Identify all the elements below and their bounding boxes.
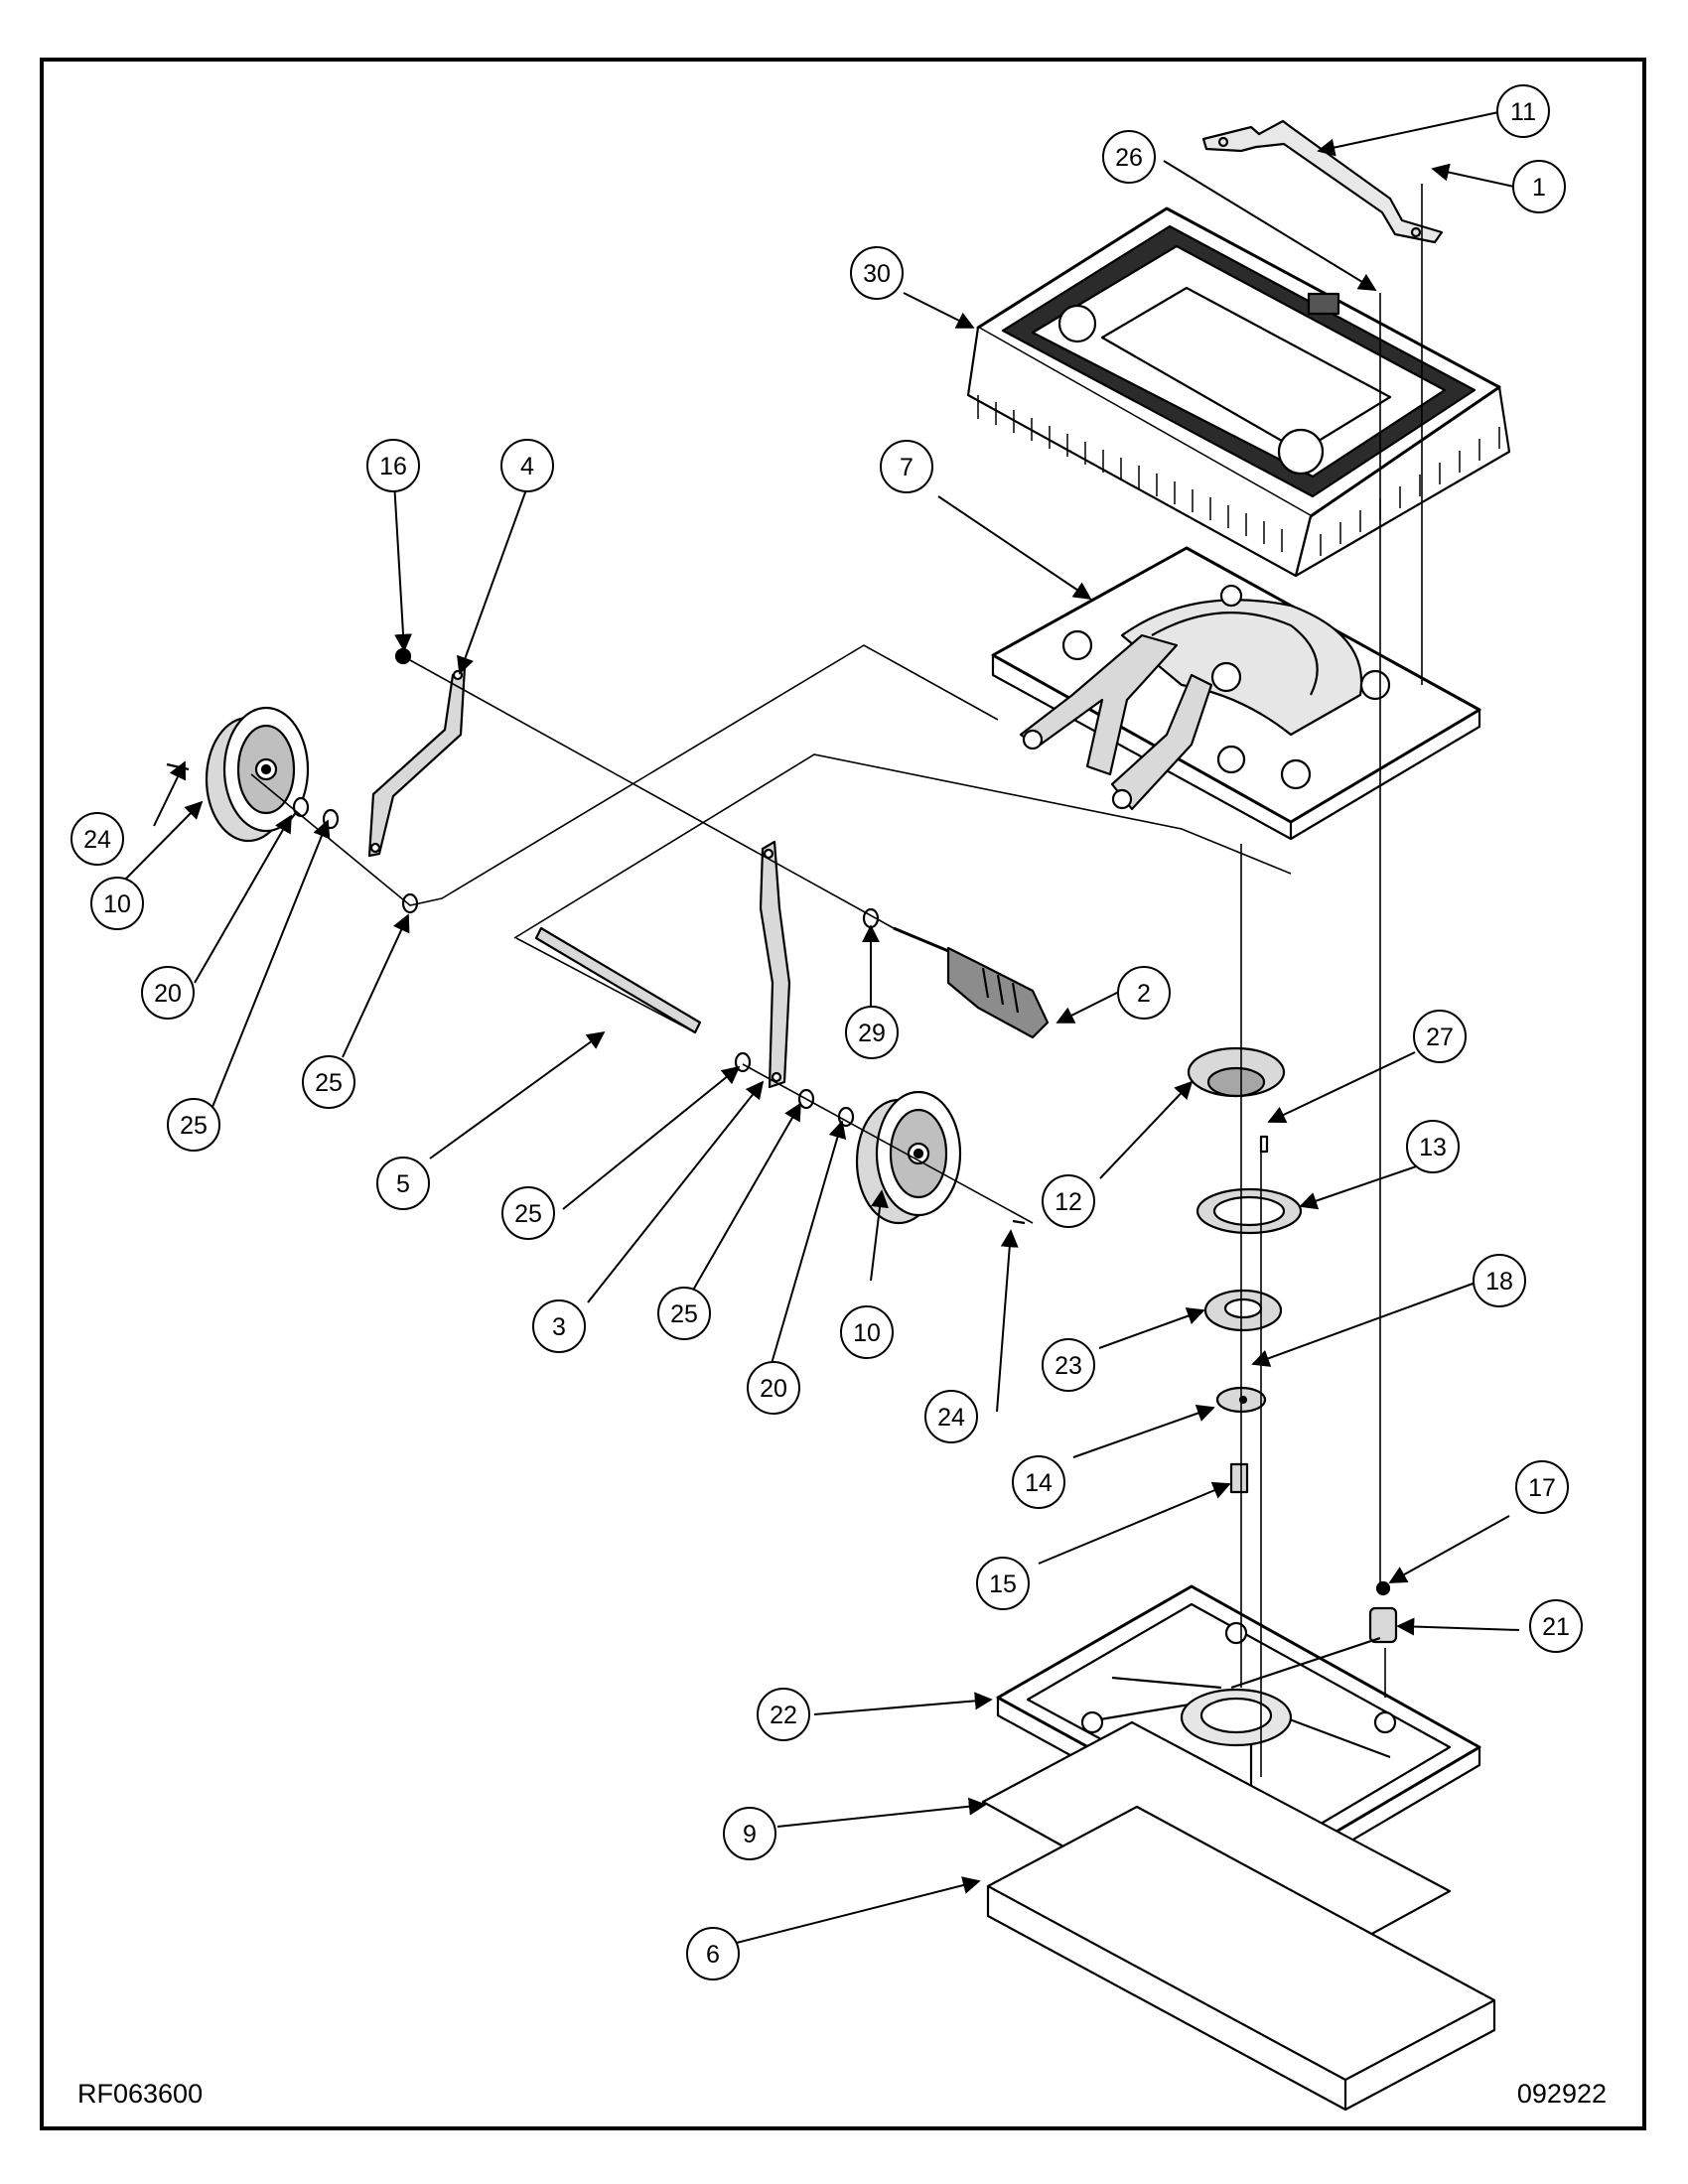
callout-label: 29 [858, 1020, 886, 1047]
callout-label: 25 [315, 1069, 343, 1097]
callout-circle [1473, 1254, 1526, 1307]
assembly-lines [250, 184, 1423, 1777]
callout-circle [845, 1006, 899, 1059]
callout-circle [141, 966, 195, 1020]
callout-circle [747, 1361, 800, 1415]
axle-part [534, 926, 702, 1034]
callout-label: 22 [770, 1702, 797, 1729]
drawing-date-code: 092922 [1516, 2079, 1607, 2109]
callout-circle [657, 1287, 711, 1340]
callout-circle [376, 1157, 430, 1210]
callout-label: 16 [379, 453, 407, 480]
callout-label: 24 [83, 826, 111, 854]
small-screw-part [1259, 1135, 1269, 1154]
bolt-part [1229, 1462, 1249, 1494]
callout-label: 12 [1055, 1188, 1082, 1216]
lever-arm-part-2 [759, 840, 791, 1089]
callout-circle [1042, 1338, 1095, 1392]
callout-circle [90, 877, 144, 930]
callout-label: 2 [1137, 980, 1151, 1008]
callout-circle [1117, 966, 1171, 1020]
callout-circle [302, 1055, 355, 1109]
callout-circle [840, 1305, 894, 1359]
callout-label: 6 [706, 1941, 720, 1969]
callout-label: 14 [1025, 1469, 1053, 1497]
callout-label: 20 [154, 980, 182, 1008]
callout-circle [880, 440, 933, 493]
wheel-part-left [205, 706, 310, 843]
callout-label: 15 [989, 1570, 1017, 1598]
callout-label: 18 [1485, 1268, 1513, 1296]
callout-circle [532, 1299, 586, 1353]
callout-label: 17 [1528, 1474, 1556, 1502]
handle-part [1201, 119, 1444, 244]
lever-arm-part [367, 665, 467, 858]
callout-label: 9 [743, 1821, 757, 1848]
callout-label: 7 [900, 454, 914, 481]
callout-circle [924, 1390, 978, 1443]
bearing-part [1203, 1289, 1283, 1332]
callout-circle [1529, 1599, 1583, 1653]
callout-circle [70, 812, 124, 866]
callout-circle [1406, 1120, 1460, 1173]
callout-label: 21 [1542, 1613, 1570, 1641]
callout-circle [500, 439, 554, 492]
spacer-part [1368, 1606, 1398, 1644]
callout-label: 11 [1510, 98, 1536, 126]
callout-label: 25 [180, 1112, 208, 1140]
callout-circle [501, 1186, 555, 1240]
callout-label: 20 [760, 1375, 787, 1403]
callout-label: 26 [1115, 144, 1143, 172]
callout-circle [723, 1807, 776, 1860]
callout-label: 30 [863, 260, 891, 288]
callout-label: 25 [514, 1200, 542, 1228]
callout-circle [1042, 1174, 1095, 1228]
screw-part [394, 647, 412, 665]
callout-circle [757, 1688, 810, 1741]
callout-label: 13 [1419, 1134, 1447, 1161]
drawing-border [40, 58, 1646, 2130]
callout-circle [1496, 84, 1550, 138]
callout-label: 27 [1426, 1024, 1454, 1051]
callout-label: 10 [853, 1319, 881, 1347]
callout-label: 1 [1532, 174, 1546, 202]
bearing-cap-part [1187, 1046, 1286, 1098]
callouts: 1234567910101112131415161718202021222324… [70, 84, 1583, 1980]
callout-circle [1102, 130, 1156, 184]
foam-block-part [986, 1805, 1496, 2112]
swivel-plate-part [991, 546, 1481, 841]
drawing-number: RF063600 [77, 2079, 204, 2109]
callout-circle [167, 1098, 220, 1152]
callout-label: 5 [396, 1170, 410, 1198]
callout-label: 10 [103, 890, 131, 918]
callout-label: 3 [552, 1313, 566, 1341]
callout-circle [976, 1557, 1030, 1610]
callout-circle [1012, 1455, 1065, 1509]
callout-circle [1512, 160, 1566, 213]
wheel-part-right [855, 1090, 962, 1225]
top-cover-part [966, 206, 1511, 578]
callout-circle [850, 246, 904, 300]
callout-label: 25 [670, 1300, 698, 1328]
callout-circle [1413, 1010, 1467, 1063]
callout-label: 23 [1055, 1352, 1082, 1380]
callout-label: 24 [937, 1404, 965, 1432]
ring-part [1196, 1187, 1303, 1235]
grip-part [893, 926, 1050, 1039]
callout-circle [1515, 1460, 1569, 1514]
callout-label: 4 [520, 453, 534, 480]
callout-circle [686, 1927, 740, 1980]
callout-circle [366, 439, 420, 492]
